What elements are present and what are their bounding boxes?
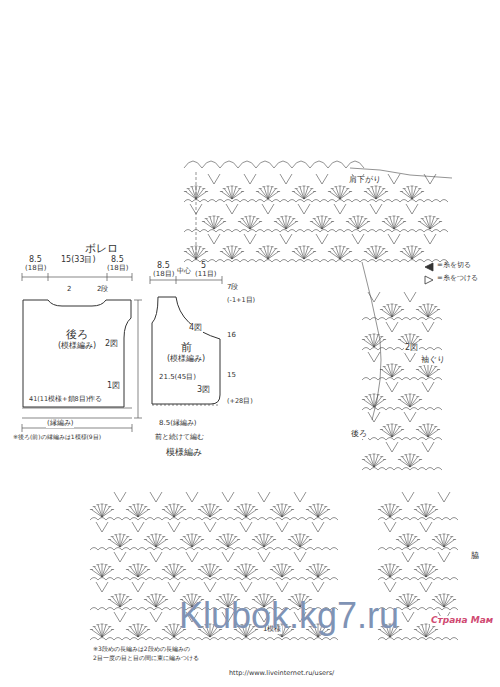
- watermark: Страна Мам: [430, 616, 494, 626]
- dimension-label: 7段: [226, 284, 239, 292]
- center-line: [196, 172, 197, 262]
- dimension-label: 模様編み: [165, 448, 203, 458]
- border-band: [22, 408, 132, 418]
- watermark: Klubok.kg7.ru: [178, 596, 400, 636]
- dimension-label: 15(33目): [60, 256, 97, 265]
- dimension-label: 15: [226, 372, 237, 380]
- dimension-label: (+28目): [226, 398, 254, 405]
- dimension-label: 1図: [106, 382, 121, 391]
- dimension-lines: [22, 273, 222, 432]
- dimension-label: 8.5: [156, 262, 171, 271]
- stitch-strokes: [184, 174, 448, 262]
- crochet-chart: [90, 161, 458, 640]
- legend-text: =糸を切る: [436, 262, 472, 270]
- dimension-label: 8.5(縁編み): [158, 420, 198, 428]
- dimension-label: 前と続けて編む: [154, 434, 205, 441]
- diagram-title: ボレロ: [84, 243, 119, 255]
- piece-outline-path: [152, 297, 220, 404]
- dimension-label: (縁編み): [46, 420, 74, 428]
- dimension-label: 16: [226, 332, 237, 340]
- dimension-label: 2図: [404, 344, 419, 353]
- watermark: http://www.liveinternet.ru/users/: [228, 670, 335, 677]
- dimension-label: ※後ろ(前)の縁編みは1模様(9目): [12, 434, 102, 441]
- dimension-label: 8.5: [28, 256, 43, 265]
- stitch-block: [184, 174, 448, 262]
- legend-sample: [424, 262, 434, 272]
- garment-piece: 前(模様編み): [150, 295, 222, 405]
- dimension-label: 21.5(45目): [158, 374, 197, 382]
- width-dimension: [22, 424, 132, 432]
- dimension-label: (-1+1目): [226, 297, 256, 304]
- piece-name: 後ろ: [66, 328, 88, 341]
- dimension-label: 41(11模様+鎖8目)作る: [28, 396, 103, 403]
- stitch-name: (模様編み): [58, 341, 96, 351]
- garment-piece: 後ろ(模様編み): [22, 298, 132, 408]
- piece-name: 前: [181, 341, 192, 354]
- height-dimension: [134, 300, 142, 418]
- dimension-label: 5: [200, 262, 207, 271]
- dimension-label: (18目): [152, 271, 175, 279]
- stitch-name: (模様編み): [167, 354, 205, 364]
- dimension-label: 脇: [470, 552, 480, 561]
- border-band: [152, 405, 220, 406]
- dimension-label: (11目): [194, 271, 217, 279]
- dimension-label: 3図: [196, 386, 211, 395]
- legend-triangle: [425, 276, 433, 284]
- dimension-label: 2: [66, 286, 72, 294]
- scallop-edge: [184, 161, 452, 178]
- width-dimension: [22, 273, 132, 281]
- legend-sample: [424, 275, 434, 285]
- dimension-label: 2段: [96, 286, 109, 294]
- dimension-label: 8.5: [110, 256, 125, 265]
- dimension-label: 中心: [176, 268, 192, 276]
- dimension-label: 肩下がり: [348, 176, 382, 185]
- piece-outline: [22, 298, 132, 408]
- legend-text: =糸をつける: [436, 275, 479, 283]
- dimension-label: (18目): [24, 265, 47, 273]
- dimension-label: 袖ぐり: [420, 356, 446, 365]
- dimension-label: 2目一度の目と目の間に束に編みつける: [92, 655, 200, 662]
- dimension-label: 2図: [104, 340, 119, 349]
- dimension-label: (18目): [106, 265, 129, 273]
- dimension-label: ※3段めの長編みは2段めの長編みの: [92, 646, 191, 653]
- dimension-label: 後ろ: [350, 430, 368, 439]
- stitch-strokes: [362, 292, 442, 470]
- armhole-edge: [362, 262, 381, 420]
- stitch-block: [362, 292, 442, 470]
- dimension-label: 4図: [188, 324, 203, 333]
- legend-triangle: [425, 263, 433, 271]
- piece-outline-path: [23, 300, 131, 407]
